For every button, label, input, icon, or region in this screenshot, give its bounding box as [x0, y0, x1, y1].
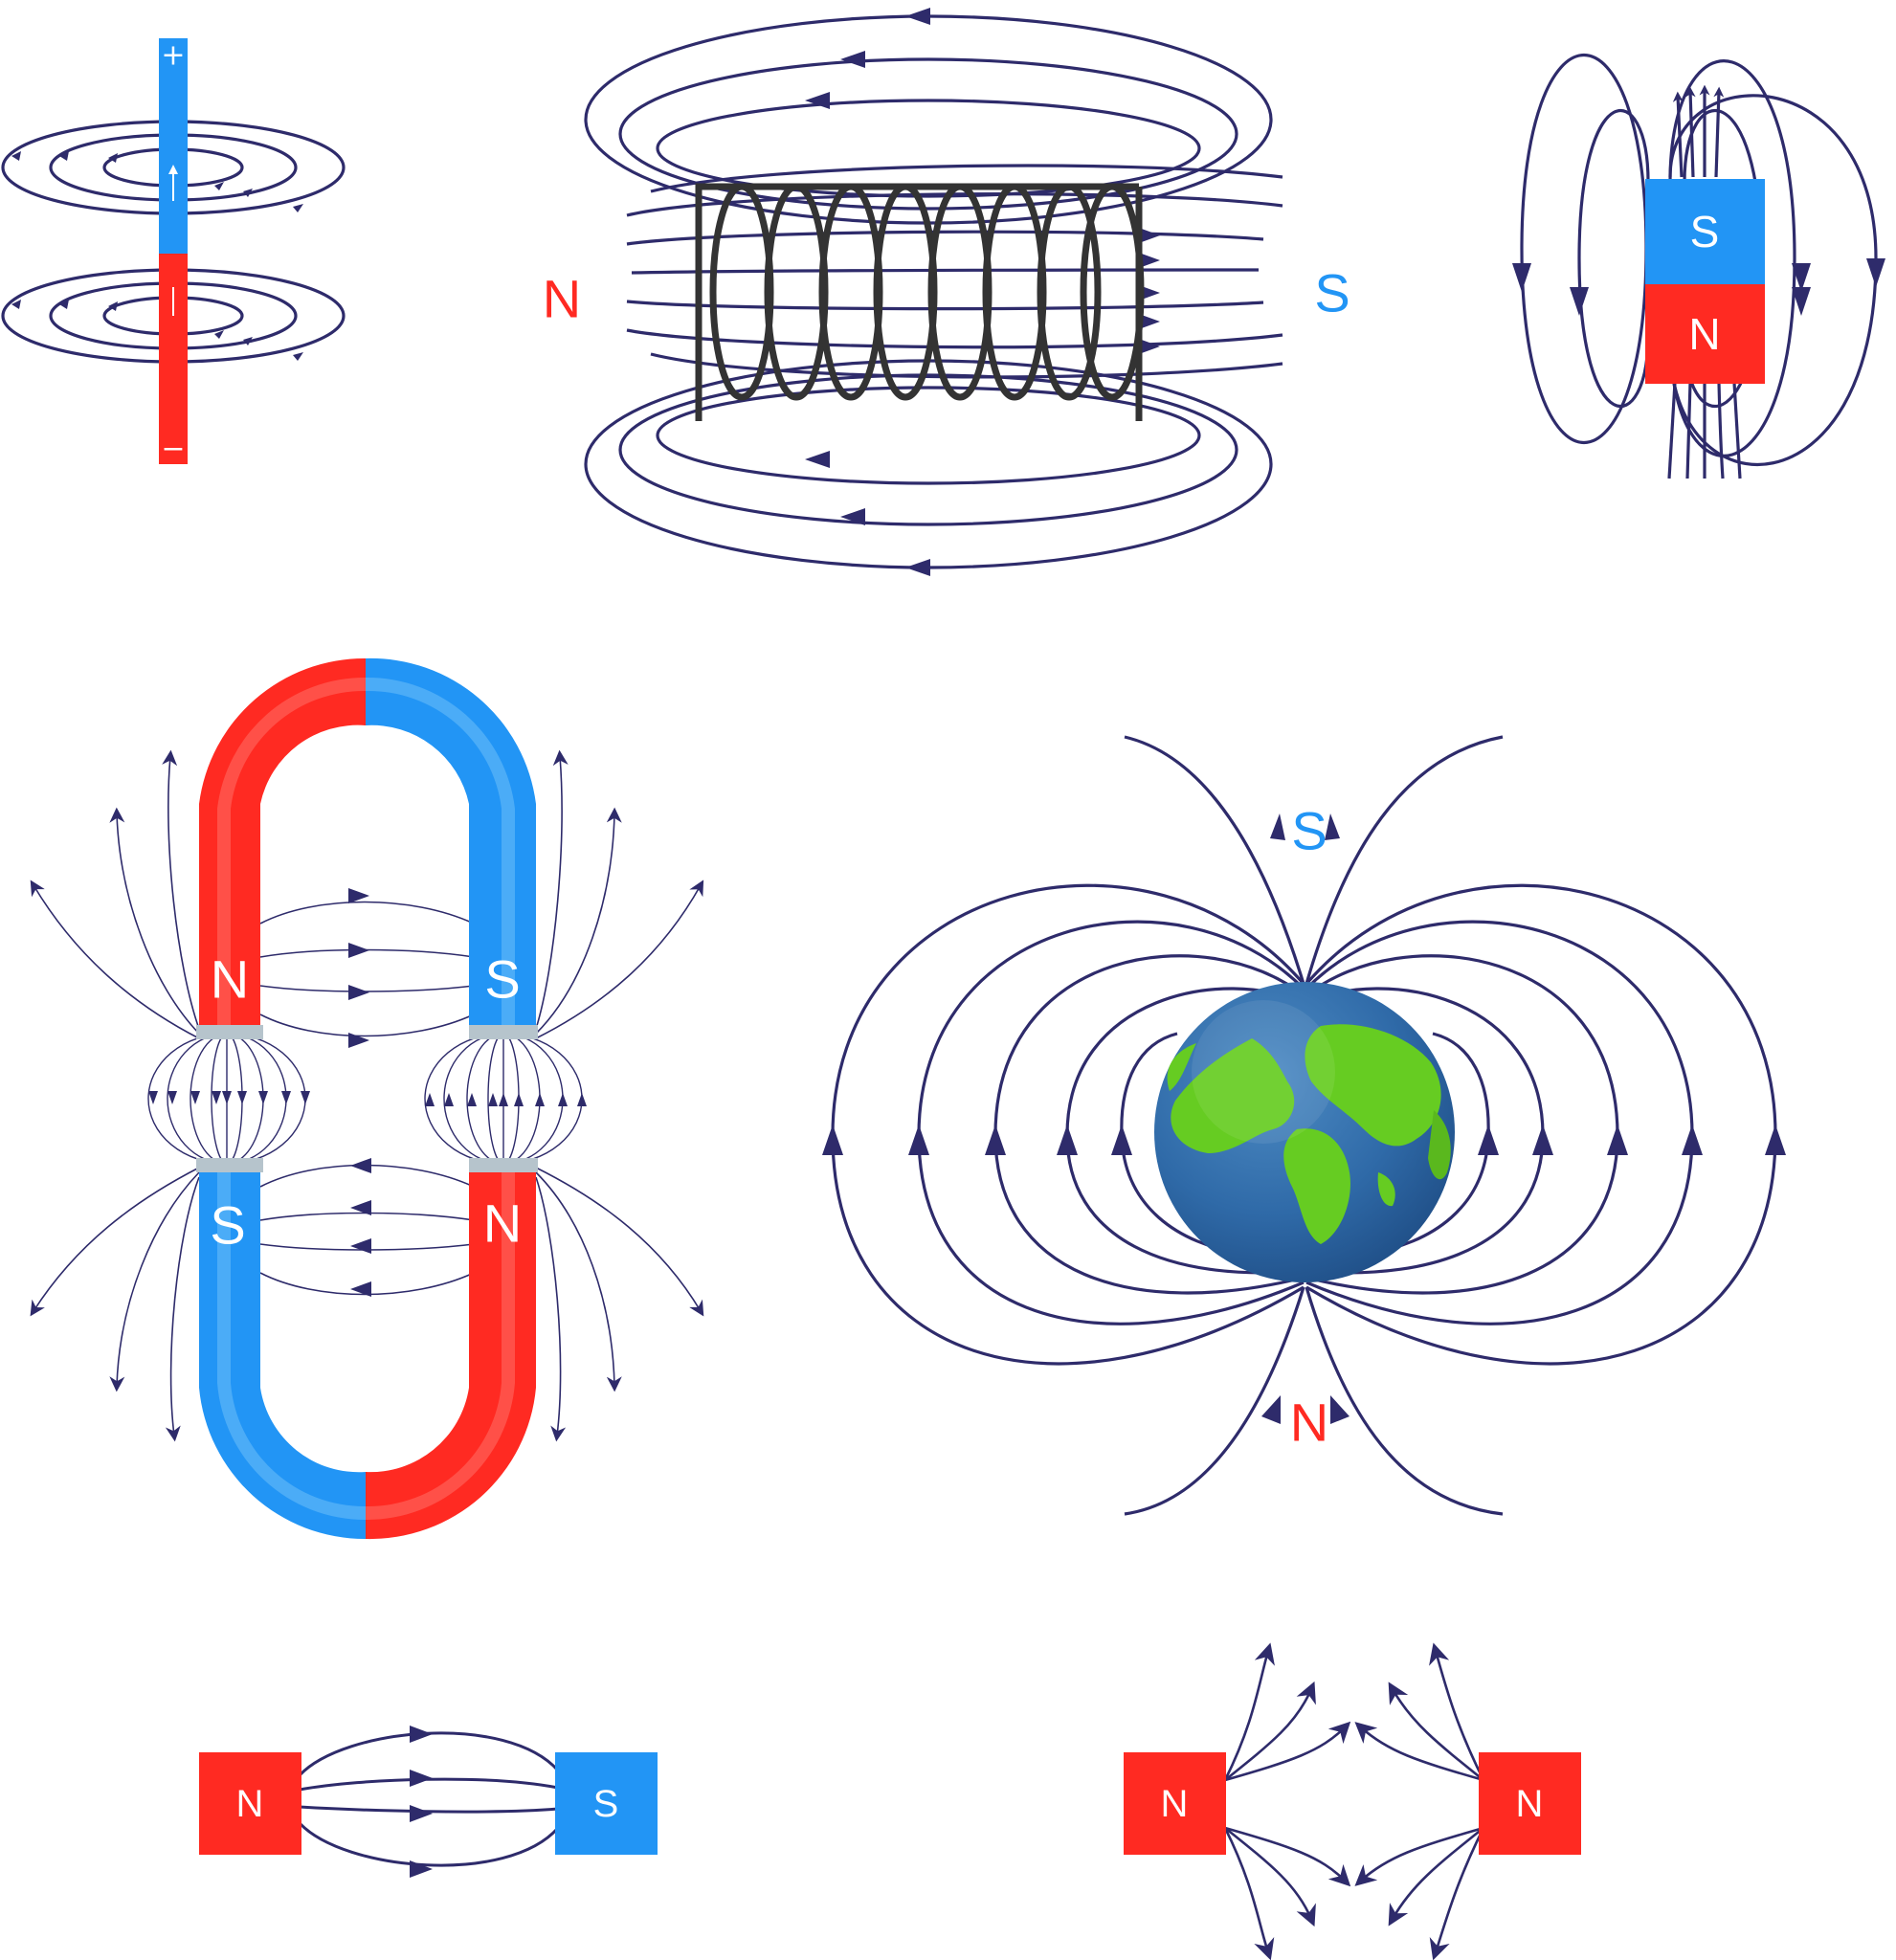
bar-bottom-field-lines: [1667, 382, 1742, 479]
repelling-right-north-block: [1479, 1752, 1581, 1855]
horseshoe-gap-field-right: [424, 1033, 587, 1165]
attracting-field-arrows: [410, 1726, 433, 1878]
bar-magnet-field-lines: [1512, 53, 1885, 479]
bar-magnet-south-label: S: [1690, 207, 1720, 256]
attracting-north-label: N: [236, 1783, 264, 1825]
earth-south-label: S: [1291, 801, 1327, 861]
horseshoe-top-north-label: N: [211, 949, 249, 1010]
horseshoe-bottom-south-label: S: [210, 1195, 245, 1256]
repelling-field-lines: [1223, 1642, 1485, 1960]
horseshoe-magnets-diagram: N S S N: [30, 657, 704, 1540]
horseshoe-bottom-between-lines: [259, 1158, 475, 1297]
earth-north-label: N: [1290, 1392, 1328, 1453]
bar-magnet-north-label: N: [1688, 309, 1720, 359]
earth-field-arrows: [822, 813, 1786, 1424]
attracting-north-block: [199, 1752, 301, 1855]
horseshoe-outer-field-lines: [30, 749, 704, 1442]
bar-magnet-south-block: [1645, 179, 1765, 284]
solenoid-diagram: N S: [543, 8, 1350, 576]
horseshoe-top-south-label: S: [484, 949, 520, 1010]
repelling-magnets-diagram: N N: [1124, 1642, 1581, 1960]
wire-loop-arrows: [11, 151, 303, 361]
wire-positive-half: [159, 38, 188, 254]
repelling-left-north-label: N: [1161, 1783, 1189, 1825]
horseshoe-top-magnet: [196, 657, 538, 1039]
attracting-south-label: S: [593, 1783, 619, 1825]
horseshoe-bottom-magnet: [196, 1158, 538, 1540]
bar-field-arrows: [1512, 258, 1885, 316]
horseshoe-bottom-north-label: N: [483, 1193, 522, 1254]
earth-magnetic-field-diagram: S N: [822, 735, 1786, 1516]
horseshoe-gap-field-left: [147, 1033, 310, 1165]
attracting-field-lines: [298, 1731, 560, 1867]
repelling-right-north-label: N: [1516, 1783, 1544, 1825]
horseshoe-top-between-lines: [259, 888, 475, 1048]
solenoid-north-label: N: [543, 269, 581, 329]
bar-top-field-lines: [1672, 84, 1725, 178]
earth-globe: [1154, 982, 1455, 1282]
solenoid-coil: [695, 183, 1145, 421]
attracting-south-block: [555, 1752, 658, 1855]
attracting-magnets-diagram: N S: [199, 1726, 658, 1878]
bar-magnet-north-block: [1645, 284, 1765, 384]
straight-wire-diagram: + −: [1, 38, 346, 466]
repelling-left-north-block: [1124, 1752, 1226, 1855]
solenoid-south-label: S: [1314, 263, 1350, 323]
minus-sign: −: [161, 433, 185, 466]
solenoid-outer-field-lines: [584, 8, 1273, 576]
plus-sign: +: [161, 39, 185, 73]
bar-magnet-diagram: S N: [1512, 53, 1885, 479]
